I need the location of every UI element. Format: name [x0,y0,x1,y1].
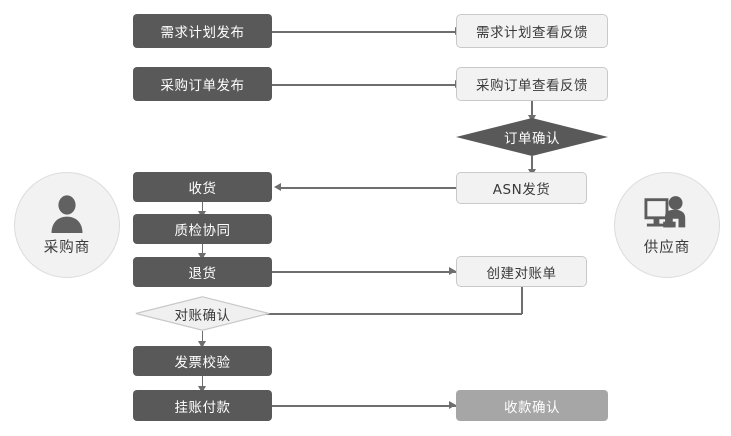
node-demand-plan-publish[interactable]: 需求计划发布 [133,14,272,48]
edge-arrow-payment-posting [198,386,206,393]
node-goods-receipt[interactable]: 收货 [133,172,272,202]
node-return-goods[interactable]: 退货 [133,257,272,287]
edge-arrow-create-statement [449,267,456,276]
node-po-publish[interactable]: 采购订单发布 [133,67,272,101]
node-demand-plan-publish-label: 需求计划发布 [160,25,245,41]
edge-demand-plan-publish-to-feedback [272,31,462,33]
edge-po-feedback-to-order-confirm [531,101,533,118]
node-payment-posting[interactable]: 挂账付款 [133,390,272,421]
edge-arrow-return [198,253,206,260]
node-order-confirm-label: 订单确认 [504,131,560,147]
edge-po-publish-to-feedback [272,84,462,86]
node-asn-shipment-label: ASN发货 [492,182,551,198]
person-icon [44,194,90,234]
edge-payment-to-receipt-confirm [272,405,456,407]
node-payment-posting-label: 挂账付款 [174,399,231,416]
edge-order-confirm-to-asn [531,156,533,172]
actor-buyer-label: 采购商 [43,239,91,256]
node-goods-receipt-label: 收货 [188,181,217,197]
node-invoice-verify-label: 发票校验 [174,355,231,371]
node-quality-collaboration-label: 质检协同 [174,223,231,239]
edge-statement-confirm-to-invoice [201,331,204,344]
edge-invoice-to-payment [201,376,204,390]
edge-quality-to-return [201,244,204,257]
node-quality-collaboration[interactable]: 质检协同 [133,214,272,244]
edge-create-statement-down [521,287,523,314]
node-po-feedback[interactable]: 采购订单查看反馈 [456,67,608,101]
node-asn-shipment[interactable]: ASN发货 [456,172,587,204]
node-demand-plan-feedback-label: 需求计划查看反馈 [476,25,588,41]
node-demand-plan-feedback[interactable]: 需求计划查看反馈 [456,14,608,48]
node-po-feedback-label: 采购订单查看反馈 [476,78,588,94]
node-statement-confirm-label: 对账确认 [174,307,231,324]
node-statement-confirm[interactable]: 对账确认 [135,296,270,331]
edge-create-statement-left [210,313,522,315]
edge-arrow-invoice-verify [198,341,206,348]
edge-return-to-create-statement [272,271,456,273]
actor-supplier[interactable]: 供应商 [614,172,720,278]
person-at-computer-icon [644,194,690,234]
node-order-confirm[interactable]: 订单确认 [456,118,608,156]
edge-goods-receipt-to-quality [201,202,204,214]
node-create-statement-label: 创建对账单 [486,265,557,282]
edge-arrow-receipt-confirm [449,401,456,410]
actor-supplier-label: 供应商 [643,239,691,256]
node-receipt-confirm-label: 收款确认 [504,399,560,416]
node-po-publish-label: 采购订单发布 [160,78,245,94]
node-return-goods-label: 退货 [188,266,217,282]
node-create-statement[interactable]: 创建对账单 [456,256,587,287]
node-receipt-confirm[interactable]: 收款确认 [456,390,608,421]
edge-asn-to-goods-receipt [281,187,456,189]
node-invoice-verify[interactable]: 发票校验 [133,346,272,376]
actor-buyer[interactable]: 采购商 [14,172,120,278]
edge-arrow-goods-receipt [274,183,281,192]
